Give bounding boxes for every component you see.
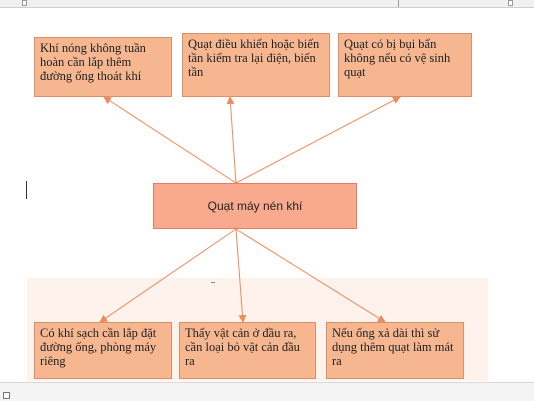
node-top-middle[interactable]: Quạt điều khiển hoặc biến tần kiểm tra l… (182, 33, 330, 97)
connector-top-right (235, 96, 401, 184)
status-bar (0, 382, 534, 401)
node-top-middle-label: Quạt điều khiển hoặc biến tần kiểm tra l… (188, 37, 320, 79)
center-node-label: Quạt máy nén khí (207, 199, 303, 213)
node-bottom-left[interactable]: Có khí sạch cần lắp đặt đường ống, phòng… (34, 322, 172, 379)
text-cursor (26, 181, 27, 199)
connector-bottom-right (235, 228, 386, 323)
document-ruler (0, 0, 534, 8)
ruler-marker[interactable] (508, 0, 513, 6)
connector-bottom-left (99, 228, 237, 323)
status-bar-toggle[interactable] (3, 392, 10, 399)
node-bottom-middle[interactable]: Thấy vật cản ở đầu ra, cần loại bỏ vật c… (179, 322, 316, 379)
node-bottom-left-label: Có khí sạch cần lắp đặt đường ống, phòng… (40, 326, 157, 368)
node-top-right[interactable]: Quạt có bị bụi bẩn không nếu có vệ sinh … (338, 33, 472, 97)
connector-bottom-middle (235, 228, 247, 323)
stray-mark (211, 282, 215, 283)
connector-top-left (103, 96, 237, 184)
node-bottom-right[interactable]: Nếu ống xả dài thì sử dụng thêm quạt làm… (326, 322, 464, 379)
node-bottom-middle-label: Thấy vật cản ở đầu ra, cần loại bỏ vật c… (185, 326, 300, 368)
node-top-left[interactable]: Khí nóng không tuần hoàn cần lắp thêm đư… (34, 37, 172, 97)
ruler-tick (398, 0, 399, 7)
node-top-right-label: Quạt có bị bụi bẩn không nếu có vệ sinh … (344, 37, 451, 79)
center-node[interactable]: Quạt máy nén khí (153, 183, 357, 229)
node-top-left-label: Khí nóng không tuần hoàn cần lắp thêm đư… (40, 41, 146, 83)
node-bottom-right-label: Nếu ống xả dài thì sử dụng thêm quạt làm… (332, 326, 454, 368)
ruler-marker[interactable] (22, 0, 27, 6)
connector-top-middle (226, 96, 237, 184)
